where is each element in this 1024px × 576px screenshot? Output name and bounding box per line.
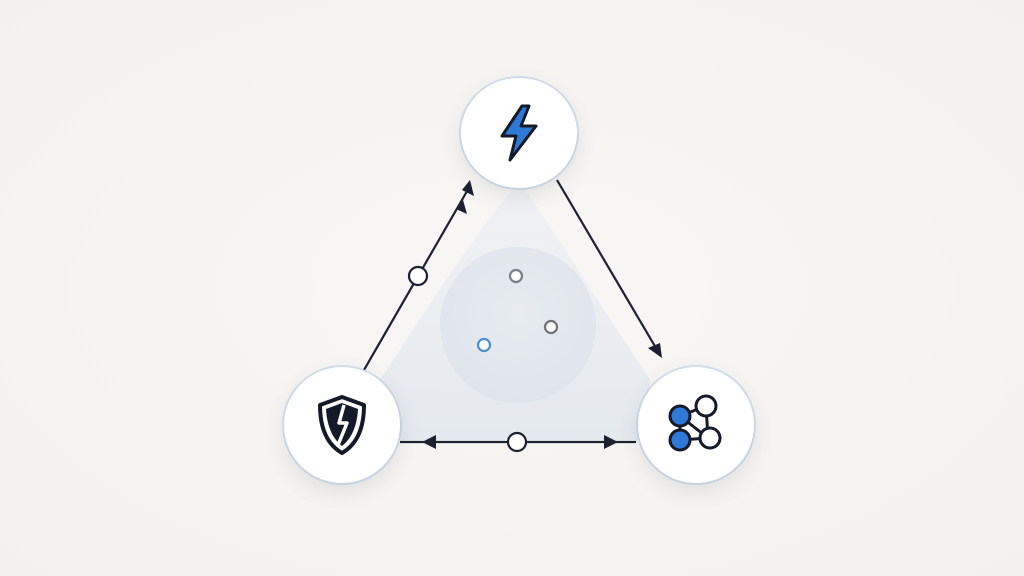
- center-dot-top: [508, 268, 524, 284]
- edge-left-right: [400, 431, 636, 453]
- arrowhead-up-mid: [456, 200, 467, 214]
- arrowhead-left: [422, 435, 436, 449]
- center-dot-right: [543, 319, 559, 335]
- shield-icon: [318, 395, 366, 455]
- node-left[interactable]: [284, 367, 400, 483]
- edge-left-to-top: [363, 180, 474, 371]
- edge-midpoint-marker: [506, 431, 528, 453]
- edge-top-to-right: [556, 179, 662, 358]
- center-circle: [440, 247, 596, 403]
- arrowhead-up: [462, 180, 474, 196]
- lightning-bolt-icon: [500, 104, 538, 162]
- molecule-network-icon: [668, 394, 722, 452]
- arrowhead-right: [604, 435, 618, 449]
- node-right[interactable]: [638, 367, 754, 483]
- arrowhead-down-right: [648, 343, 662, 358]
- node-top[interactable]: [461, 78, 577, 188]
- edge-midpoint-marker: [407, 265, 429, 287]
- center-dot-blue: [476, 337, 492, 353]
